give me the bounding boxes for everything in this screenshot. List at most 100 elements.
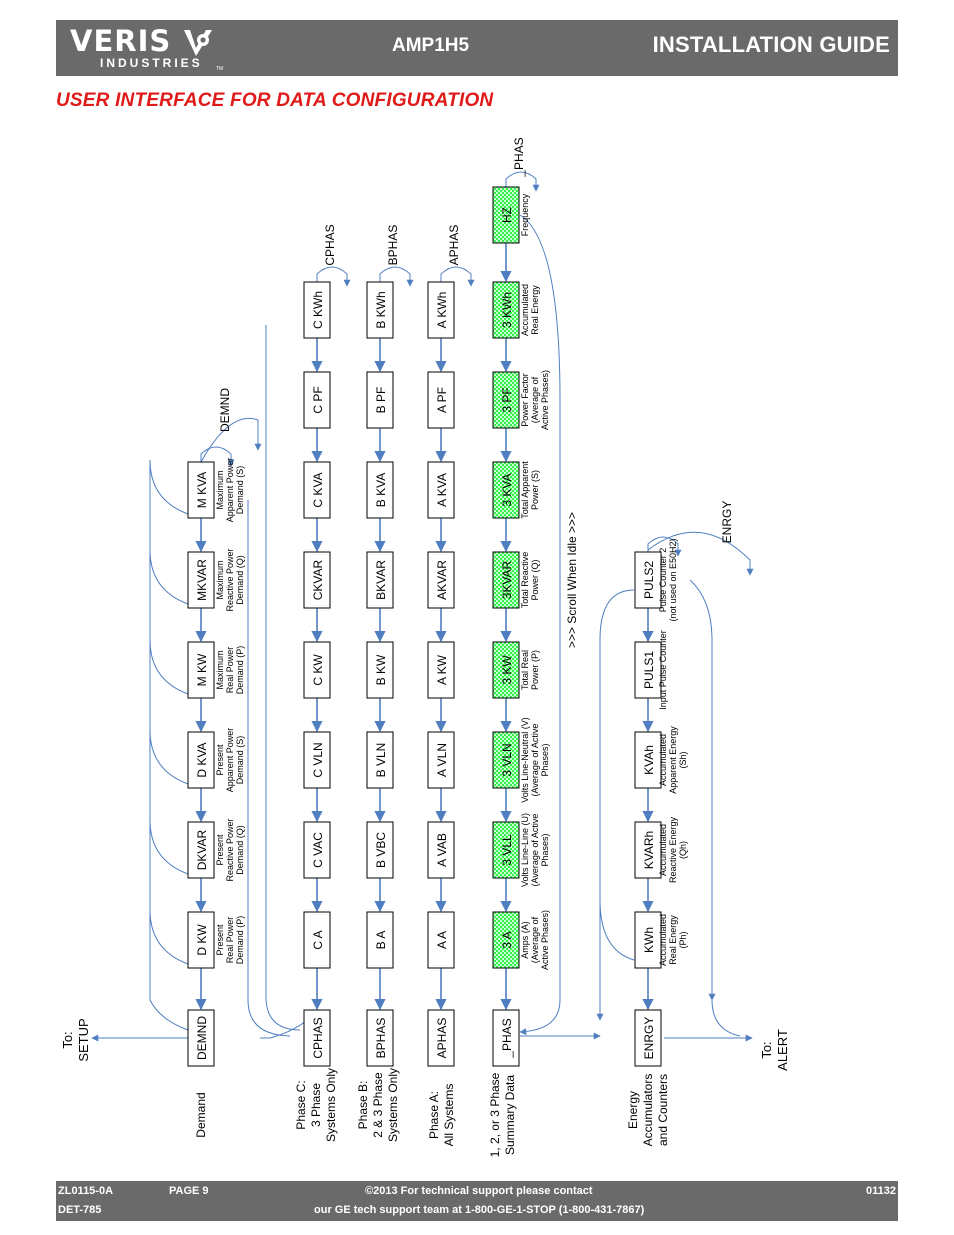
phas-item-box-label: 3KVAR: [500, 560, 514, 599]
trademark: TM: [216, 66, 224, 72]
phase-a-group-label: Phase A:: [427, 1091, 441, 1139]
veris-logo: VERIS INDUSTRIES TM: [70, 26, 250, 72]
bphas-item-box-label: B VLN: [374, 743, 388, 778]
phas-header-box-label: _PHAS: [500, 1018, 514, 1058]
demnd-item-desc: Apparent Power: [225, 458, 235, 523]
bphas-header-box: [366, 1009, 394, 1067]
footer-code: 01132: [866, 1185, 896, 1197]
logo-subtitle: INDUSTRIES: [100, 56, 203, 70]
aphas-header-box-label: APHAS: [435, 1018, 449, 1059]
phas-item-box: [492, 186, 520, 244]
aphas-loop-arrow: [440, 266, 475, 287]
phase-a-group-label: All Systems: [442, 1084, 456, 1147]
demnd-item-desc: Maximum: [215, 650, 225, 689]
demnd-item-box-label: MKVAR: [195, 559, 209, 601]
bphas-item-box-label: B PF: [374, 387, 388, 414]
aphas-item-box: [427, 281, 455, 339]
energy-loop-label: ENRGY: [720, 501, 734, 544]
phas-item-desc: Power Factor: [520, 373, 530, 427]
energy-item-desc: (not used on E50H2): [668, 538, 678, 621]
phas-item-box-label: 3 KW: [500, 655, 514, 685]
energy-header-box: [634, 1009, 662, 1067]
cphas-item-box: [303, 641, 331, 699]
logo-wordmark: VERIS: [70, 24, 172, 58]
energy-item-box-label: PULS2: [642, 561, 656, 599]
energy-group-label: and Counters: [656, 1074, 670, 1146]
phase-b-group-label: Phase B:: [356, 1081, 370, 1130]
bphas-item-box: [366, 911, 394, 969]
demnd-left-trunk: [149, 520, 189, 1031]
energy-item-box-label: KWh: [642, 927, 656, 953]
phas-item-box: [492, 731, 520, 789]
bphas-loop-label: BPHAS: [386, 225, 400, 266]
demnd-exit-arrow: [200, 417, 262, 463]
aphas-item-box: [427, 911, 455, 969]
aphas-item-box: [427, 371, 455, 429]
to-setup-label: SETUP: [76, 1018, 91, 1061]
cphas-item-box: [303, 911, 331, 969]
footer-det: DET-785: [58, 1204, 102, 1216]
cphas-item-box-label: CKVAR: [311, 559, 325, 600]
energy-item-desc: Accumulated: [658, 734, 668, 786]
demnd-item-desc: Present: [215, 744, 225, 776]
demnd-item-box-label: D KW: [195, 924, 209, 956]
bphas-item-box-label: B VBC: [374, 832, 388, 868]
phas-item-box: [492, 641, 520, 699]
energy-item-box-label: KVAh: [642, 745, 656, 775]
energy-item-box: [634, 551, 662, 609]
bphas-item-box-label: B KVA: [374, 473, 388, 507]
cphas-item-box-label: C A: [311, 930, 325, 949]
section-title: USER INTERFACE FOR DATA CONFIGURATION: [56, 90, 494, 111]
phas-item-desc: (Average of Active: [530, 814, 540, 887]
aphas-item-box-label: A KWh: [435, 292, 449, 329]
energy-left-trunk: [596, 899, 635, 1021]
phas-item-desc: (Average of: [530, 916, 540, 963]
cphas-item-box: [303, 731, 331, 789]
demnd-item-box-label: M KVA: [195, 472, 209, 508]
to-alert-label: ALERT: [775, 1029, 790, 1071]
energy-item-desc: Accumulated: [658, 824, 668, 876]
phas-item-desc: Total Real: [520, 650, 530, 690]
demnd-loop-arrow: [200, 446, 235, 467]
scroll-idle-curve: [519, 214, 561, 1036]
aphas-loop-label: APHAS: [447, 225, 461, 266]
to-alert-label: To:: [759, 1041, 774, 1058]
model-name: AMP1H5: [392, 35, 470, 56]
phase-c-group-label: Phase C:: [294, 1080, 308, 1129]
energy-item-box: [634, 641, 662, 699]
cphas-header-box: [303, 1009, 331, 1067]
cphas-item-box: [303, 281, 331, 339]
demnd-right-trunk: [247, 500, 291, 1037]
footer-support: our GE tech support team at 1-800-GE-1-S…: [314, 1204, 645, 1216]
aphas-item-box: [427, 821, 455, 879]
cphas-loop-label: CPHAS: [323, 224, 337, 265]
cphas-item-box-label: C VLN: [311, 742, 325, 777]
cphas-item-box-label: C KWh: [311, 291, 325, 329]
bphas-item-box: [366, 371, 394, 429]
demnd-item-box-label: M KW: [195, 653, 209, 686]
phas-item-desc: Amps (A): [520, 921, 530, 959]
energy-group-label: Accumulators: [641, 1074, 655, 1147]
energy-item-box: [634, 911, 662, 969]
summary-group-label: 1, 2, or 3 Phase: [488, 1072, 502, 1157]
aphas-item-box-label: A PF: [435, 387, 449, 413]
phas-item-box-label: 3 VLN: [500, 743, 514, 776]
bphas-item-box: [366, 461, 394, 519]
demnd-item-box-label: D KVA: [195, 742, 209, 777]
demnd-item-desc: Present: [215, 834, 225, 866]
footer-copyright: ©2013 For technical support please conta…: [365, 1185, 593, 1197]
phas-item-box: [492, 551, 520, 609]
demnd-item-desc: Apparent Power: [225, 728, 235, 793]
demnd-item-desc: Demand (Q): [235, 825, 245, 875]
phas-item-desc: Active Phases): [540, 910, 550, 970]
phas-item-desc: Volts Line-Line (U): [520, 813, 530, 887]
energy-header-box-label: ENRGY: [642, 1017, 656, 1060]
phase-c-group-label: 3 Phase: [309, 1083, 323, 1127]
energy-item-desc: Apparent Energy: [668, 726, 678, 794]
summary-group-label: Summary Data: [503, 1075, 517, 1155]
cphas-item-box: [303, 371, 331, 429]
demnd-return-line: [149, 459, 189, 550]
cphas-loop-arrow: [316, 266, 351, 287]
phas-item-box: [492, 911, 520, 969]
